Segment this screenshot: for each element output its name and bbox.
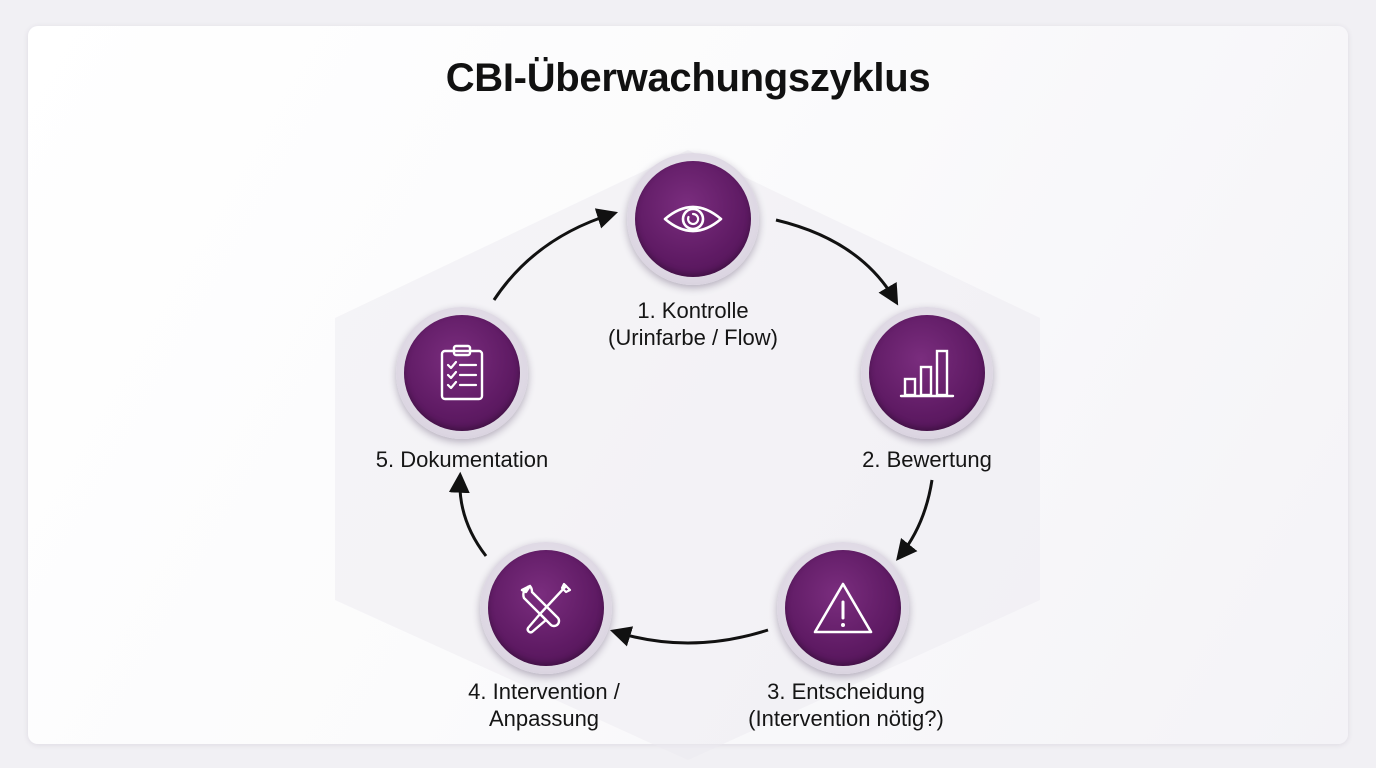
step-5-node (396, 307, 528, 439)
step-3-label-line1: 3. Entscheidung (767, 679, 925, 704)
arrow-1-to-2 (775, 218, 899, 306)
step-3-label: 3. Entscheidung (Intervention nötig?) (728, 678, 964, 732)
arrow-2-to-3 (896, 479, 934, 561)
step-4-label-line1: 4. Intervention / (468, 679, 620, 704)
diagram-card (28, 26, 1348, 744)
step-2-label-line1: 2. Bewertung (862, 447, 992, 472)
step-4-label-line2: Anpassung (488, 706, 600, 731)
step-4-node (480, 542, 612, 674)
page-title: CBI-Überwachungszyklus (445, 56, 931, 100)
arrow-3-to-4 (609, 626, 769, 647)
step-3-node (777, 542, 909, 674)
bar-chart-icon (899, 349, 955, 398)
warning-icon (813, 582, 873, 634)
step-1-label: 1. Kontrolle (Urinfarbe / Flow) (595, 297, 791, 351)
step-3-label-line2: (Intervention nötig?) (748, 706, 944, 731)
step-2-label: 2. Bewertung (842, 446, 1012, 473)
step-4-label: 4. Intervention / Anpassung (444, 678, 644, 732)
step-1-label-line2: (Urinfarbe / Flow) (608, 325, 778, 350)
step-1-node (627, 153, 759, 285)
arrow-5-to-1 (492, 208, 619, 301)
eye-icon (663, 205, 723, 233)
step-1-label-line1: 1. Kontrolle (637, 298, 749, 323)
arrow-4-to-5 (448, 471, 488, 557)
tools-icon (520, 582, 572, 634)
step-2-node (861, 307, 993, 439)
clipboard-checklist-icon (440, 344, 484, 401)
step-5-label: 5. Dokumentation (356, 446, 568, 473)
step-5-label-line1: 5. Dokumentation (375, 447, 549, 472)
